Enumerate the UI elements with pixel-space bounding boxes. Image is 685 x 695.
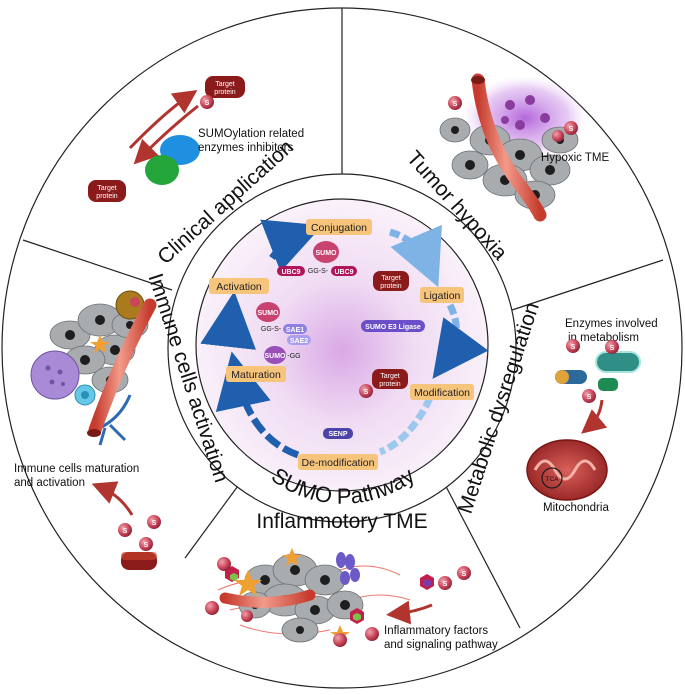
svg-text:S: S <box>443 581 448 588</box>
mitochondria: TCA <box>526 439 608 501</box>
immune-cell-purple <box>30 350 80 400</box>
svg-text:S: S <box>571 344 576 351</box>
tca-label: TCA <box>546 476 560 483</box>
svg-text:S: S <box>364 389 369 396</box>
blood-vessel <box>471 73 547 222</box>
receptor-molecules <box>336 552 360 585</box>
pathway-cycle-arrows <box>200 219 489 459</box>
step-ligation: Ligation <box>420 287 464 303</box>
svg-text:SUMO: SUMO <box>258 310 280 317</box>
metabolic-caption-1: Enzymes involved <box>565 318 658 330</box>
gg-label: -GG <box>287 353 300 360</box>
s-ball <box>566 339 580 353</box>
s-ball <box>605 340 619 354</box>
hypoxia-caption: Hypoxic TME <box>541 152 609 164</box>
svg-text:S: S <box>205 100 210 107</box>
svg-text:SUMO: SUMO <box>316 250 338 257</box>
gg-s-label-left: GG-S- <box>261 326 282 333</box>
svg-text:protein: protein <box>380 283 402 290</box>
s-ball <box>217 557 231 571</box>
immune-caption-1: Immune cells maturation <box>14 463 139 475</box>
step-activation: Activation <box>209 278 269 294</box>
metabolic-caption-2: in metabolism <box>568 332 639 344</box>
step-modification: Modification <box>410 384 474 400</box>
svg-text:Target: Target <box>215 81 235 88</box>
svg-text:Target: Target <box>97 185 117 192</box>
svg-text:SAE1: SAE1 <box>286 327 304 334</box>
immune-vessel <box>88 298 157 437</box>
sumo-gg-precursor: SUMO -GG <box>264 346 301 364</box>
sumo-e3-ligase: SUMO E3 Ligase <box>361 320 425 332</box>
step-label-demodification: De-modification <box>302 457 375 469</box>
senp-enzyme: SENP <box>323 428 353 439</box>
inflammatory-illustration: S S Inflammatory factors and signaling p… <box>205 548 498 651</box>
section-dividers <box>22 8 664 629</box>
ubc9-chip-left: UBC9 <box>277 266 305 276</box>
svg-text:protein: protein <box>379 381 401 388</box>
inflammatory-hexagons <box>225 566 434 624</box>
svg-text:protein: protein <box>214 89 236 96</box>
step-label-ligation: Ligation <box>424 290 461 302</box>
svg-text:S: S <box>152 520 157 527</box>
mitochondria-caption: Mitochondria <box>543 502 609 514</box>
hypoxia-illustration: S S Hypoxic TME <box>439 73 609 222</box>
inflammatory-caption-1: Inflammatory factors <box>384 625 488 637</box>
svg-text:Target: Target <box>380 373 400 380</box>
clinical-caption-1: SUMOylation related <box>198 128 304 140</box>
s-ball <box>200 95 214 109</box>
svg-text:S: S <box>462 571 467 578</box>
svg-text:S: S <box>123 528 128 535</box>
gg-s-label-top: GG-S- <box>308 268 329 275</box>
sumo-sae-complex: SUMO GG-S- SAE1 SAE2 <box>256 302 311 345</box>
sumo-pathway-disk <box>195 198 489 492</box>
s-ball <box>448 96 462 110</box>
section-title-inflammatory: Inflammotory TME <box>256 510 427 533</box>
enzyme-green <box>598 378 618 391</box>
svg-text:SAE2: SAE2 <box>290 338 308 345</box>
svg-text:S: S <box>610 345 615 352</box>
clinical-caption-2: enzymes inhibitors <box>198 142 293 154</box>
svg-text:UBC9: UBC9 <box>281 269 300 276</box>
s-ball <box>582 389 596 403</box>
svg-text:Target: Target <box>381 275 401 282</box>
immune-illustration: Immune cells maturation and activation S… <box>14 290 161 570</box>
step-label-conjugation: Conjugation <box>311 222 367 234</box>
svg-text:S: S <box>144 542 149 549</box>
step-conjugation: Conjugation <box>306 219 372 235</box>
enzyme-teal <box>595 351 641 373</box>
svg-text:S: S <box>453 101 458 108</box>
svg-text:UBC9: UBC9 <box>334 269 353 276</box>
svg-text:S: S <box>587 394 592 401</box>
svg-text:SENP: SENP <box>328 431 347 438</box>
step-label-activation: Activation <box>216 281 262 293</box>
sumo-ubc9-complex: SUMO GG-S- UBC9 <box>308 241 357 276</box>
immune-caption-2: and activation <box>14 477 85 489</box>
svg-text:S: S <box>569 126 574 133</box>
metabolic-illustration: Enzymes involved in metabolism S S S TCA… <box>526 318 658 514</box>
clinical-illustration: Target protein S Target protein SUMOylat… <box>88 76 304 202</box>
step-label-modification: Modification <box>414 387 470 399</box>
inflammatory-caption-2: and signaling pathway <box>384 639 498 651</box>
step-maturation: Maturation <box>226 366 286 382</box>
s-ball <box>564 121 578 135</box>
target-protein-clinical-top <box>205 76 245 98</box>
svg-text:SUMO E3 Ligase: SUMO E3 Ligase <box>365 324 421 331</box>
inhibitor-green <box>145 155 179 185</box>
step-label-maturation: Maturation <box>231 369 281 381</box>
svg-text:SUMO: SUMO <box>265 353 287 360</box>
target-protein-ligation: Target protein <box>373 271 409 291</box>
target-protein-clinical-bottom <box>88 180 126 202</box>
inflammatory-vessel <box>219 589 316 608</box>
target-protein-modified: Target protein S <box>359 369 408 398</box>
svg-text:protein: protein <box>96 193 118 200</box>
s-ball <box>118 523 132 537</box>
step-demodification: De-modification <box>298 454 378 470</box>
